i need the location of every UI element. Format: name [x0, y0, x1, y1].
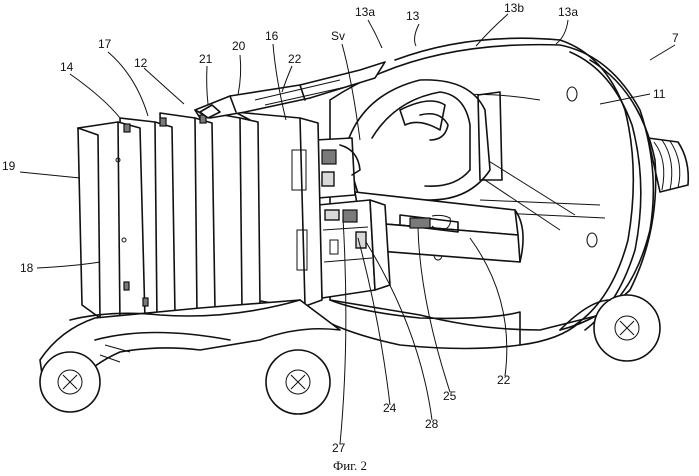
label-sv: Sv [331, 29, 345, 43]
label-28: 28 [425, 417, 439, 431]
label-24: 24 [383, 401, 397, 415]
label-12: 12 [134, 56, 148, 70]
label-13a-left: 13a [355, 5, 375, 19]
label-25: 25 [443, 389, 457, 403]
label-16: 16 [265, 29, 279, 43]
label-13: 13 [406, 9, 420, 23]
label-19: 19 [2, 159, 16, 173]
label-20: 20 [232, 39, 246, 53]
label-22-top: 22 [288, 52, 302, 66]
label-18: 18 [20, 261, 34, 275]
label-22-bottom: 22 [497, 373, 511, 387]
label-7: 7 [672, 31, 679, 45]
label-13a-right: 13a [558, 5, 578, 19]
label-27: 27 [332, 441, 346, 455]
label-11: 11 [653, 87, 666, 101]
label-13b: 13b [504, 1, 524, 15]
stacked-plates [78, 110, 322, 325]
label-14: 14 [60, 60, 74, 74]
label-21: 21 [199, 52, 213, 66]
figure-caption: Фиг. 2 [333, 458, 367, 473]
label-17: 17 [98, 37, 112, 51]
